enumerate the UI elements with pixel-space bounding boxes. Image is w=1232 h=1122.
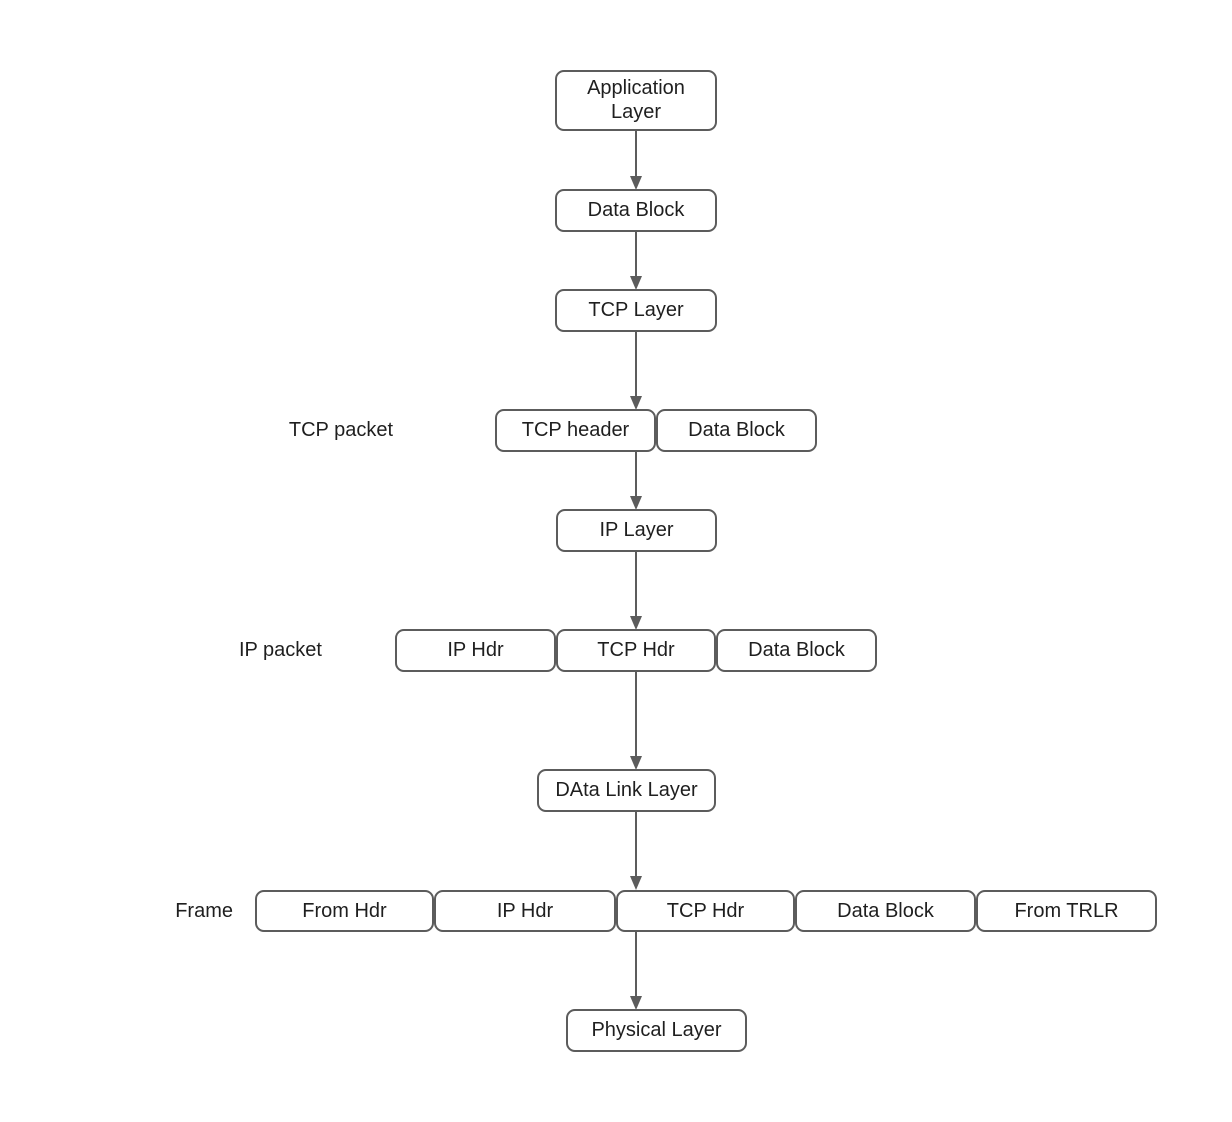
segment-data-block[interactable]: Data Block: [716, 629, 877, 672]
row-label-tcp-packet: TCP packet: [288, 419, 393, 441]
ip-packet-row: IP Hdr TCP Hdr Data Block: [395, 629, 877, 672]
segment-ip-hdr[interactable]: IP Hdr: [434, 890, 616, 932]
segment-data-block[interactable]: Data Block: [656, 409, 817, 452]
segment-data-block[interactable]: Data Block: [795, 890, 976, 932]
segment-ip-hdr[interactable]: IP Hdr: [395, 629, 556, 672]
segment-from-trlr[interactable]: From TRLR: [976, 890, 1157, 932]
segment-tcp-hdr[interactable]: TCP Hdr: [556, 629, 716, 672]
segment-tcp-hdr[interactable]: TCP Hdr: [616, 890, 795, 932]
segment-tcp-header[interactable]: TCP header: [495, 409, 656, 452]
frame-row: From Hdr IP Hdr TCP Hdr Data Block From …: [255, 890, 1157, 932]
node-tcp-layer[interactable]: TCP Layer: [555, 289, 717, 332]
node-application-layer[interactable]: Application Layer: [555, 70, 717, 131]
node-ip-layer[interactable]: IP Layer: [556, 509, 717, 552]
tcp-packet-row: TCP header Data Block: [495, 409, 817, 452]
segment-from-hdr[interactable]: From Hdr: [255, 890, 434, 932]
node-physical-layer[interactable]: Physical Layer: [566, 1009, 747, 1052]
row-label-ip-packet: IP packet: [238, 639, 322, 661]
node-data-block[interactable]: Data Block: [555, 189, 717, 232]
node-data-link-layer[interactable]: DAta Link Layer: [537, 769, 716, 812]
row-label-frame: Frame: [175, 900, 233, 922]
